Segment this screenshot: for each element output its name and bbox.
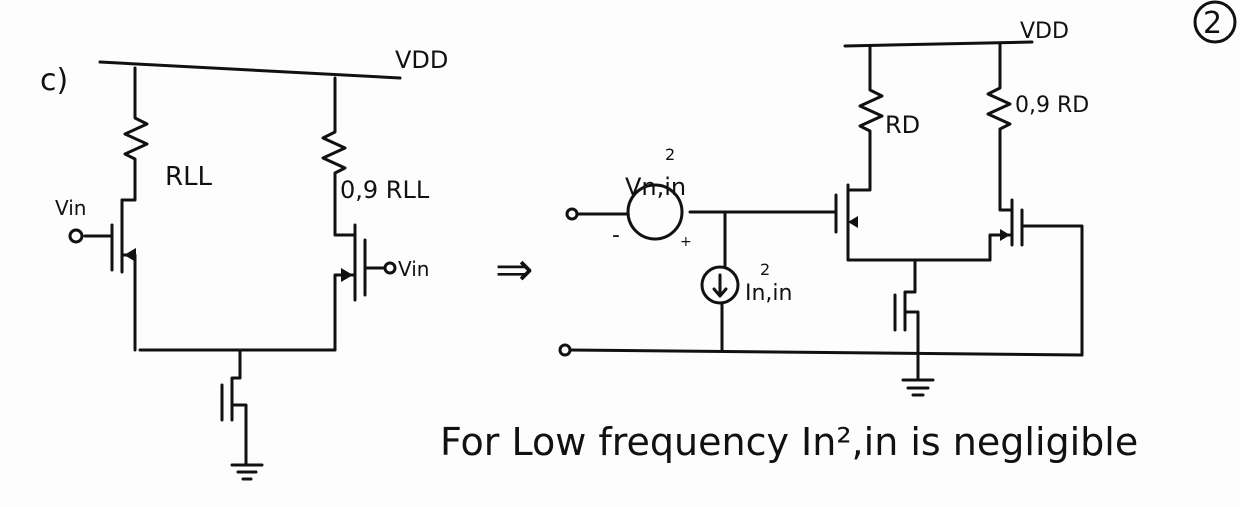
noise-voltage-source (626, 183, 684, 241)
page-number: 2 (1203, 6, 1222, 41)
noise-current-exp: 2 (760, 260, 770, 279)
right-source-arrow-2 (1000, 229, 1010, 241)
vdd-label-2: VDD (1020, 19, 1069, 44)
part-label: c) (40, 63, 68, 98)
left-transistor (688, 183, 992, 262)
right-input-terminal[interactable] (383, 261, 397, 275)
right-circuit: VDD 2 RD 0,9 RD - + Vn,in 2 In,in 2 (558, 0, 1237, 397)
left-source-arrow (124, 248, 136, 262)
noise-current-label: In,in (745, 281, 792, 306)
implies-arrow: ⇒ (495, 242, 534, 296)
left-input-terminal[interactable] (68, 228, 84, 244)
rd-resistor (846, 44, 884, 192)
vdd-rail (98, 60, 402, 80)
tail-transistor-2 (893, 258, 935, 397)
vdd-label: VDD (395, 46, 448, 74)
rd-label: RD (885, 111, 920, 139)
ground-wire (568, 348, 1084, 357)
page-number-circle (1193, 0, 1237, 44)
right-load-label: 0,9 RLL (340, 176, 430, 204)
left-input-transistor (83, 198, 137, 352)
minus-sign: - (612, 223, 620, 248)
left-input-label: Vin (55, 196, 86, 220)
left-load-resistor (120, 66, 149, 202)
rd-09-resistor (986, 42, 1014, 212)
right-transistor (988, 198, 1084, 357)
rd-09-label: 0,9 RD (1015, 93, 1089, 118)
vdd-rail-2 (843, 40, 1034, 48)
right-input-label: Vin (398, 257, 429, 281)
tail-current-source (138, 348, 337, 481)
noise-voltage-label: Vn,in (625, 173, 686, 201)
noise-voltage-exp: 2 (665, 145, 675, 164)
right-source-arrow (341, 268, 353, 282)
noise-current-source (700, 265, 740, 305)
current-source-wire (720, 210, 727, 352)
right-load-resistor (321, 76, 357, 237)
plus-sign: + (680, 234, 692, 250)
left-source-arrow-2 (848, 216, 858, 228)
left-circuit: c) VDD RLL Vin 0,9 RLL Vin (40, 46, 448, 481)
right-input-transistor (333, 223, 387, 352)
note-text: For Low frequency In²,in is negligible (440, 420, 1138, 464)
current-arrow-icon (712, 273, 728, 298)
left-load-label: RLL (165, 162, 213, 192)
